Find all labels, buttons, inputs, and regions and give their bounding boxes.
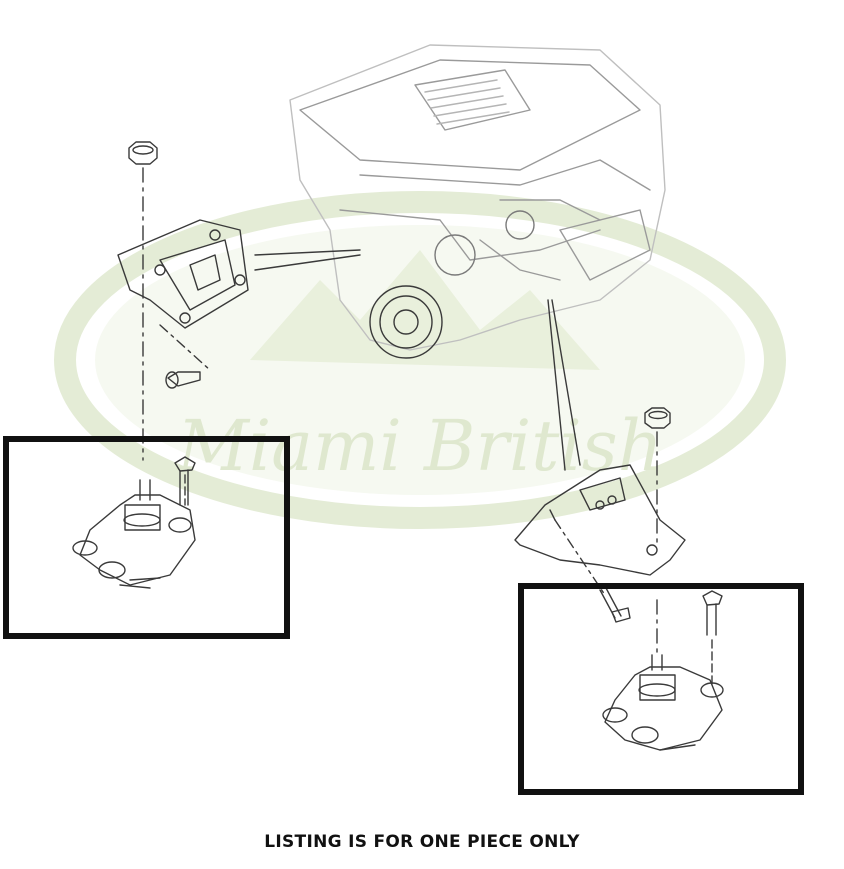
engine-mount-bracket-right [514,464,686,576]
engine-mount-bracket-left [117,219,249,329]
highlight-frame-left [3,436,290,639]
engine-mount-left [72,456,196,589]
engine-block [289,44,666,359]
nut-icon [128,141,158,165]
bolt-icon [599,587,631,623]
engine-mount-right [602,590,724,751]
listing-caption: LISTING IS FOR ONE PIECE ONLY [264,832,580,852]
bolt-icon [165,371,201,389]
watermark-text: Miami British [175,405,663,487]
highlight-frame-right [518,583,804,795]
nut-icon [644,407,671,429]
